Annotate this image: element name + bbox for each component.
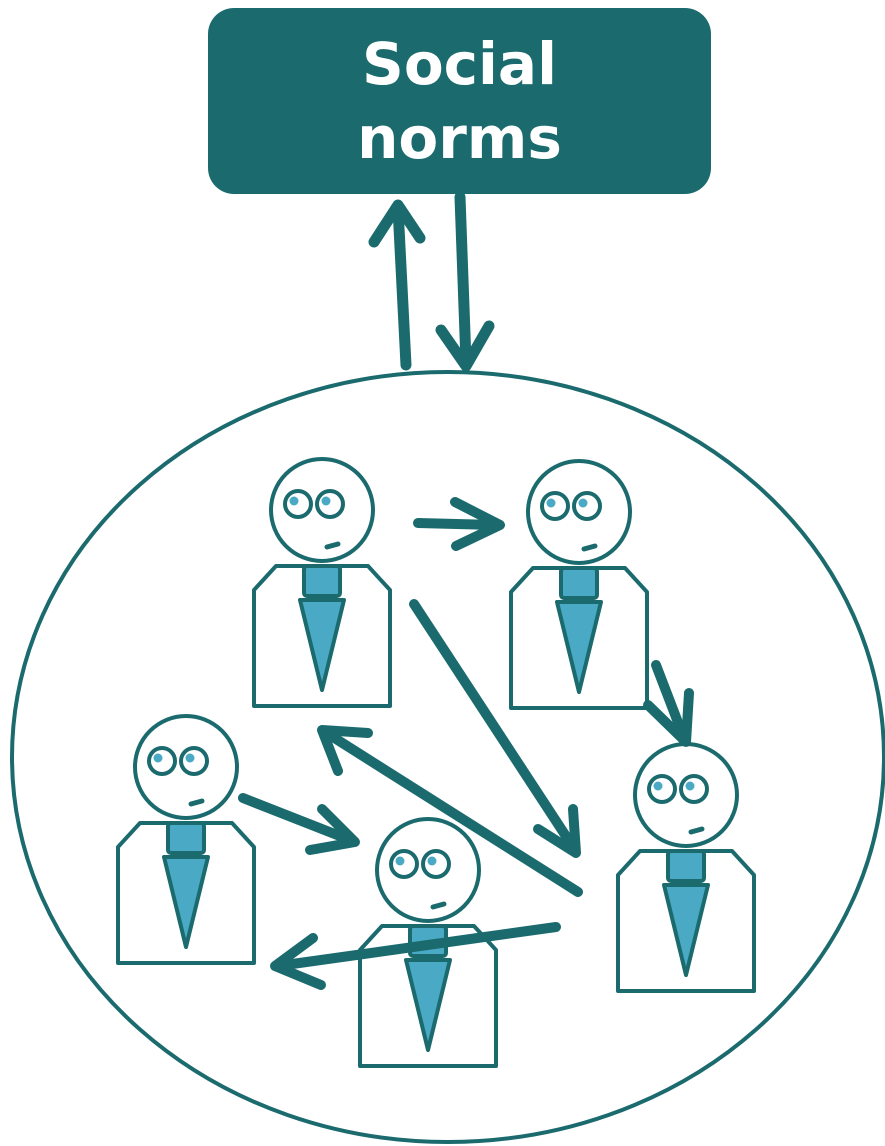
person-middle-left xyxy=(116,714,256,965)
right-pupil xyxy=(685,781,695,791)
right-pupil xyxy=(578,498,588,508)
left-eye xyxy=(540,491,570,521)
left-eye xyxy=(647,774,677,804)
right-eye xyxy=(679,774,709,804)
arrow-a-to-b xyxy=(413,497,505,551)
left-pupil xyxy=(395,856,405,866)
right-eye xyxy=(572,491,602,521)
person-top-right xyxy=(509,459,649,710)
tie-knot xyxy=(559,566,599,600)
right-eye xyxy=(315,489,345,519)
right-eye xyxy=(179,746,209,776)
arrow-a-to-e xyxy=(409,599,581,858)
tie-knot xyxy=(166,821,206,855)
tie-knot xyxy=(302,564,342,598)
right-pupil xyxy=(427,856,437,866)
social-norms-box: Social norms xyxy=(208,8,711,194)
arrow-e-to-a xyxy=(317,725,583,897)
tie-knot xyxy=(666,849,706,883)
right-eye xyxy=(421,849,451,879)
left-eye xyxy=(283,489,313,519)
mouth xyxy=(188,798,205,807)
arrow-norms-to-group xyxy=(435,191,495,372)
tie xyxy=(662,883,710,977)
left-pupil xyxy=(289,496,299,506)
person-top-left xyxy=(252,457,392,708)
right-pupil xyxy=(321,496,331,506)
tie xyxy=(298,598,346,692)
arrow-e-to-c xyxy=(270,922,561,990)
person-bottom-center xyxy=(358,817,498,1068)
left-eye xyxy=(147,746,177,776)
person-right xyxy=(616,742,756,993)
social-norms-title: Social norms xyxy=(357,30,562,172)
tie xyxy=(162,855,210,949)
left-pupil xyxy=(546,498,556,508)
left-pupil xyxy=(153,753,163,763)
right-pupil xyxy=(185,753,195,763)
people-layer xyxy=(116,457,756,1068)
group-ellipse xyxy=(10,370,885,1144)
mouth xyxy=(581,543,598,552)
mouth xyxy=(688,826,705,835)
mouth xyxy=(430,901,447,910)
tie xyxy=(555,600,603,694)
tie xyxy=(404,958,452,1052)
mouth xyxy=(324,541,341,550)
arrow-group-to-norms xyxy=(368,199,426,371)
arrow-c-to-d xyxy=(238,793,360,855)
left-eye xyxy=(389,849,419,879)
left-pupil xyxy=(653,781,663,791)
arrow-b-to-e xyxy=(643,660,694,747)
